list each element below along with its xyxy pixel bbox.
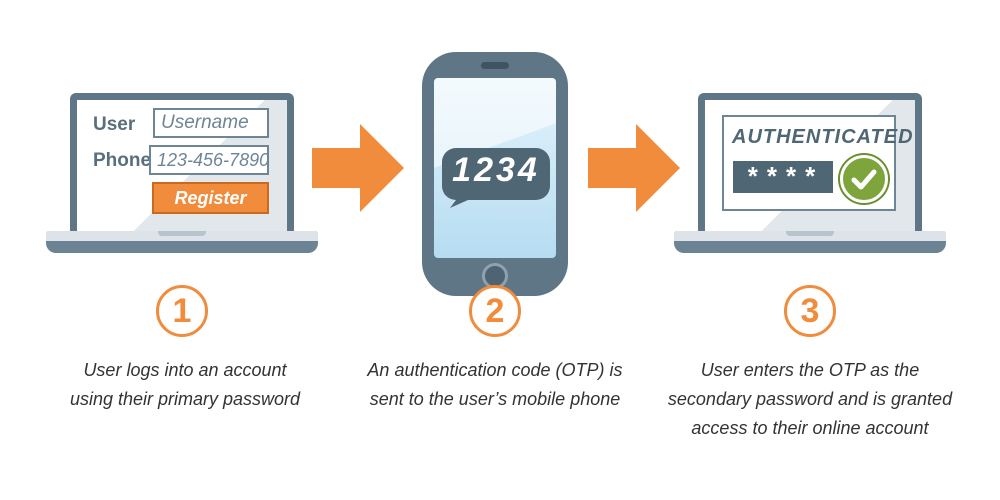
masked-otp-field: ****: [733, 161, 833, 193]
caption-line: User logs into an account: [83, 360, 287, 380]
caption-line: User enters the OTP as the: [700, 360, 920, 380]
arrow-right-icon: [588, 124, 680, 212]
caption-line: access to their online account: [691, 418, 929, 438]
phone-speaker: [481, 62, 509, 69]
otp-code: 1234: [452, 151, 540, 189]
check-circle-icon: [840, 155, 888, 203]
message-bubble-icon: [442, 148, 550, 208]
step3-caption: User enters the OTP as the secondary pas…: [655, 356, 965, 443]
laptop-base: [46, 231, 318, 253]
step2-caption: An authentication code (OTP) is sent to …: [345, 356, 645, 414]
authenticated-status: AUTHENTICATED: [732, 126, 914, 148]
caption-line: sent to the user’s mobile phone: [369, 389, 621, 409]
register-button[interactable]: Register: [152, 182, 269, 214]
step-number-1: 1: [156, 285, 208, 337]
arrow-right-icon: [312, 124, 404, 212]
phone-input[interactable]: 123-456-7890: [149, 145, 269, 175]
caption-line: An authentication code (OTP) is: [367, 360, 623, 380]
step-number-3: 3: [784, 285, 836, 337]
step-number-2: 2: [469, 285, 521, 337]
step1-caption: User logs into an account using their pr…: [40, 356, 330, 414]
laptop-base: [674, 231, 946, 253]
phone-label: Phone: [93, 150, 152, 171]
caption-line: using their primary password: [69, 389, 301, 409]
user-label: User: [93, 114, 136, 135]
caption-line: secondary password and is granted: [667, 389, 953, 409]
username-input[interactable]: Username: [153, 108, 269, 138]
